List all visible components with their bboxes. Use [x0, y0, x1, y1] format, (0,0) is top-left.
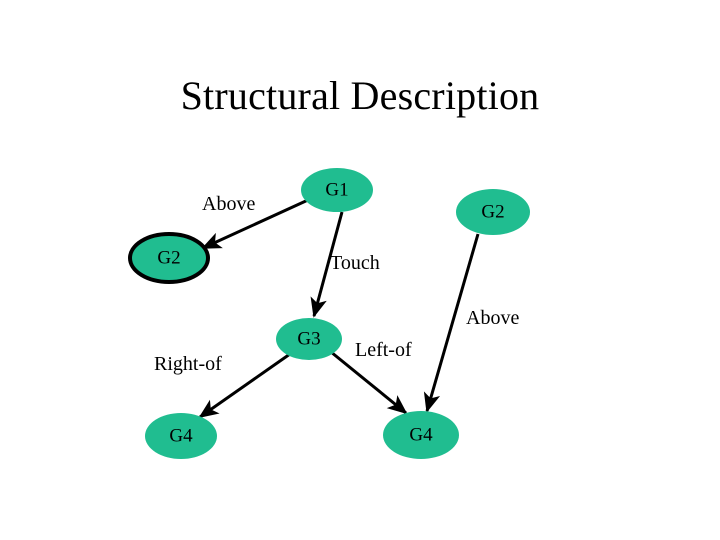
node-ellipse [276, 318, 342, 360]
graph-node[interactable]: G4 [145, 413, 217, 459]
edge-label: Above [466, 307, 520, 329]
edge-label: Above [202, 193, 256, 215]
page-title: Structural Description [180, 73, 540, 118]
graph-node[interactable]: G3 [276, 318, 342, 360]
graph-node[interactable]: G4 [383, 411, 459, 459]
edge-label: Right-of [154, 353, 222, 375]
node-label: G2 [481, 201, 504, 222]
graph-node[interactable]: G2 [128, 232, 210, 284]
node-ellipse [128, 232, 210, 284]
node-label: G4 [169, 425, 193, 446]
node-ellipse [301, 168, 373, 212]
node-label: G1 [325, 179, 348, 200]
graph-edge [330, 350, 408, 415]
node-label: G3 [297, 328, 320, 349]
edge-label: Touch [330, 252, 380, 274]
graph-node[interactable]: G2 [456, 189, 530, 235]
graph-edge [423, 233, 480, 413]
graph-edge [201, 198, 309, 250]
node-ellipse [383, 411, 459, 459]
node-ellipse [145, 413, 217, 459]
graph-edge [310, 211, 344, 318]
node-ellipse [456, 189, 530, 235]
node-label: G4 [409, 424, 433, 445]
edge-layer [198, 198, 480, 419]
node-label: G2 [157, 247, 180, 268]
graph-node[interactable]: G1 [301, 168, 373, 212]
graph-edge [198, 352, 291, 419]
edge-label: Left-of [355, 339, 412, 361]
